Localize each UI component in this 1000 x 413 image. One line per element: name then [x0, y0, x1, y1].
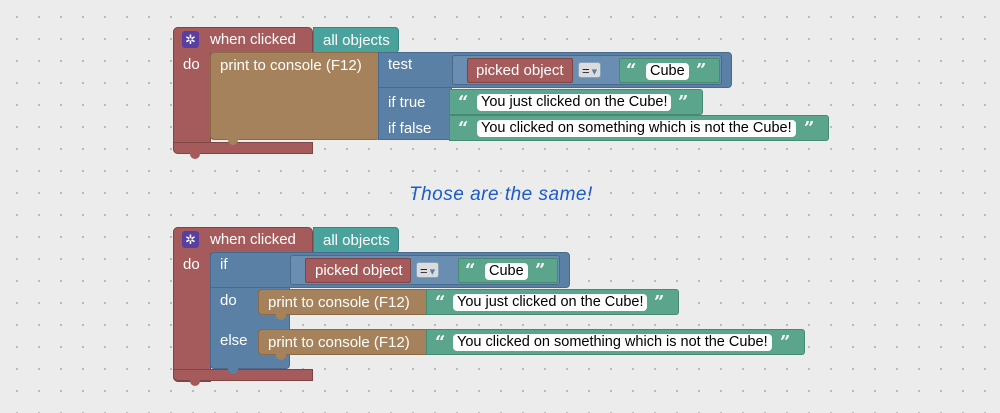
all-objects-dropdown[interactable]: all objects	[313, 227, 399, 253]
print-label: print to console (F12)	[268, 294, 410, 311]
close-quote-icon: ”	[696, 60, 707, 81]
gear-icon[interactable]: ✲	[182, 231, 199, 248]
do-label: do	[183, 256, 200, 273]
when-clicked-label: when clicked	[210, 231, 296, 248]
if-label: if	[220, 256, 228, 273]
close-quote-icon: ”	[678, 92, 689, 113]
gear-icon[interactable]: ✲	[182, 31, 199, 48]
event-footer	[173, 369, 313, 381]
close-quote-icon: ”	[535, 260, 546, 281]
all-objects-dropdown[interactable]: all objects	[313, 27, 399, 53]
open-quote-icon: “	[435, 332, 446, 353]
string-block-false[interactable]: “ You clicked on something which is not …	[449, 115, 829, 141]
print-label: print to console (F12)	[268, 334, 410, 351]
open-quote-icon: “	[458, 92, 469, 113]
when-clicked-label: when clicked	[210, 31, 296, 48]
print-block[interactable]: print to console (F12)	[258, 329, 428, 355]
string-field: You just clicked on the Cube!	[453, 294, 648, 311]
open-quote-icon: “	[626, 60, 637, 81]
string-field: You clicked on something which is not th…	[477, 120, 796, 137]
string-block-cube[interactable]: “ Cube ”	[619, 58, 720, 83]
test-label: test	[388, 56, 413, 73]
string-field: You just clicked on the Cube!	[477, 94, 672, 111]
comparison-note: Those are the same!	[409, 184, 593, 205]
close-quote-icon: ”	[654, 292, 665, 313]
operator-dropdown[interactable]: =▾	[416, 262, 440, 278]
do-label: do	[183, 56, 200, 73]
if-false-label: if false	[388, 120, 432, 137]
chevron-down-icon: ▾	[591, 66, 598, 78]
open-quote-icon: “	[465, 260, 476, 281]
string-block-true[interactable]: “ You just clicked on the Cube! ”	[449, 89, 703, 115]
string-block-cube[interactable]: “ Cube ”	[458, 258, 558, 283]
else-branch-label: else	[220, 332, 248, 349]
open-quote-icon: “	[435, 292, 446, 313]
string-field: Cube	[646, 63, 689, 80]
event-footer	[173, 142, 313, 154]
close-quote-icon: ”	[804, 118, 815, 139]
print-label: print to console (F12)	[220, 57, 362, 74]
if-true-label: if true	[388, 94, 426, 111]
operator-dropdown[interactable]: =▾	[578, 62, 602, 78]
chevron-down-icon: ▾	[429, 266, 436, 278]
picked-object-block[interactable]: picked object	[467, 58, 573, 83]
string-block-false[interactable]: “ You clicked on something which is not …	[426, 329, 805, 355]
print-block[interactable]: print to console (F12)	[258, 289, 428, 315]
print-block[interactable]: print to console (F12)	[210, 52, 380, 140]
open-quote-icon: “	[458, 118, 469, 139]
close-quote-icon: ”	[780, 332, 791, 353]
string-field: You clicked on something which is not th…	[453, 334, 772, 351]
do-branch-label: do	[220, 292, 237, 309]
string-field: Cube	[485, 263, 528, 280]
string-block-true[interactable]: “ You just clicked on the Cube! ”	[426, 289, 679, 315]
picked-object-block[interactable]: picked object	[305, 258, 411, 283]
